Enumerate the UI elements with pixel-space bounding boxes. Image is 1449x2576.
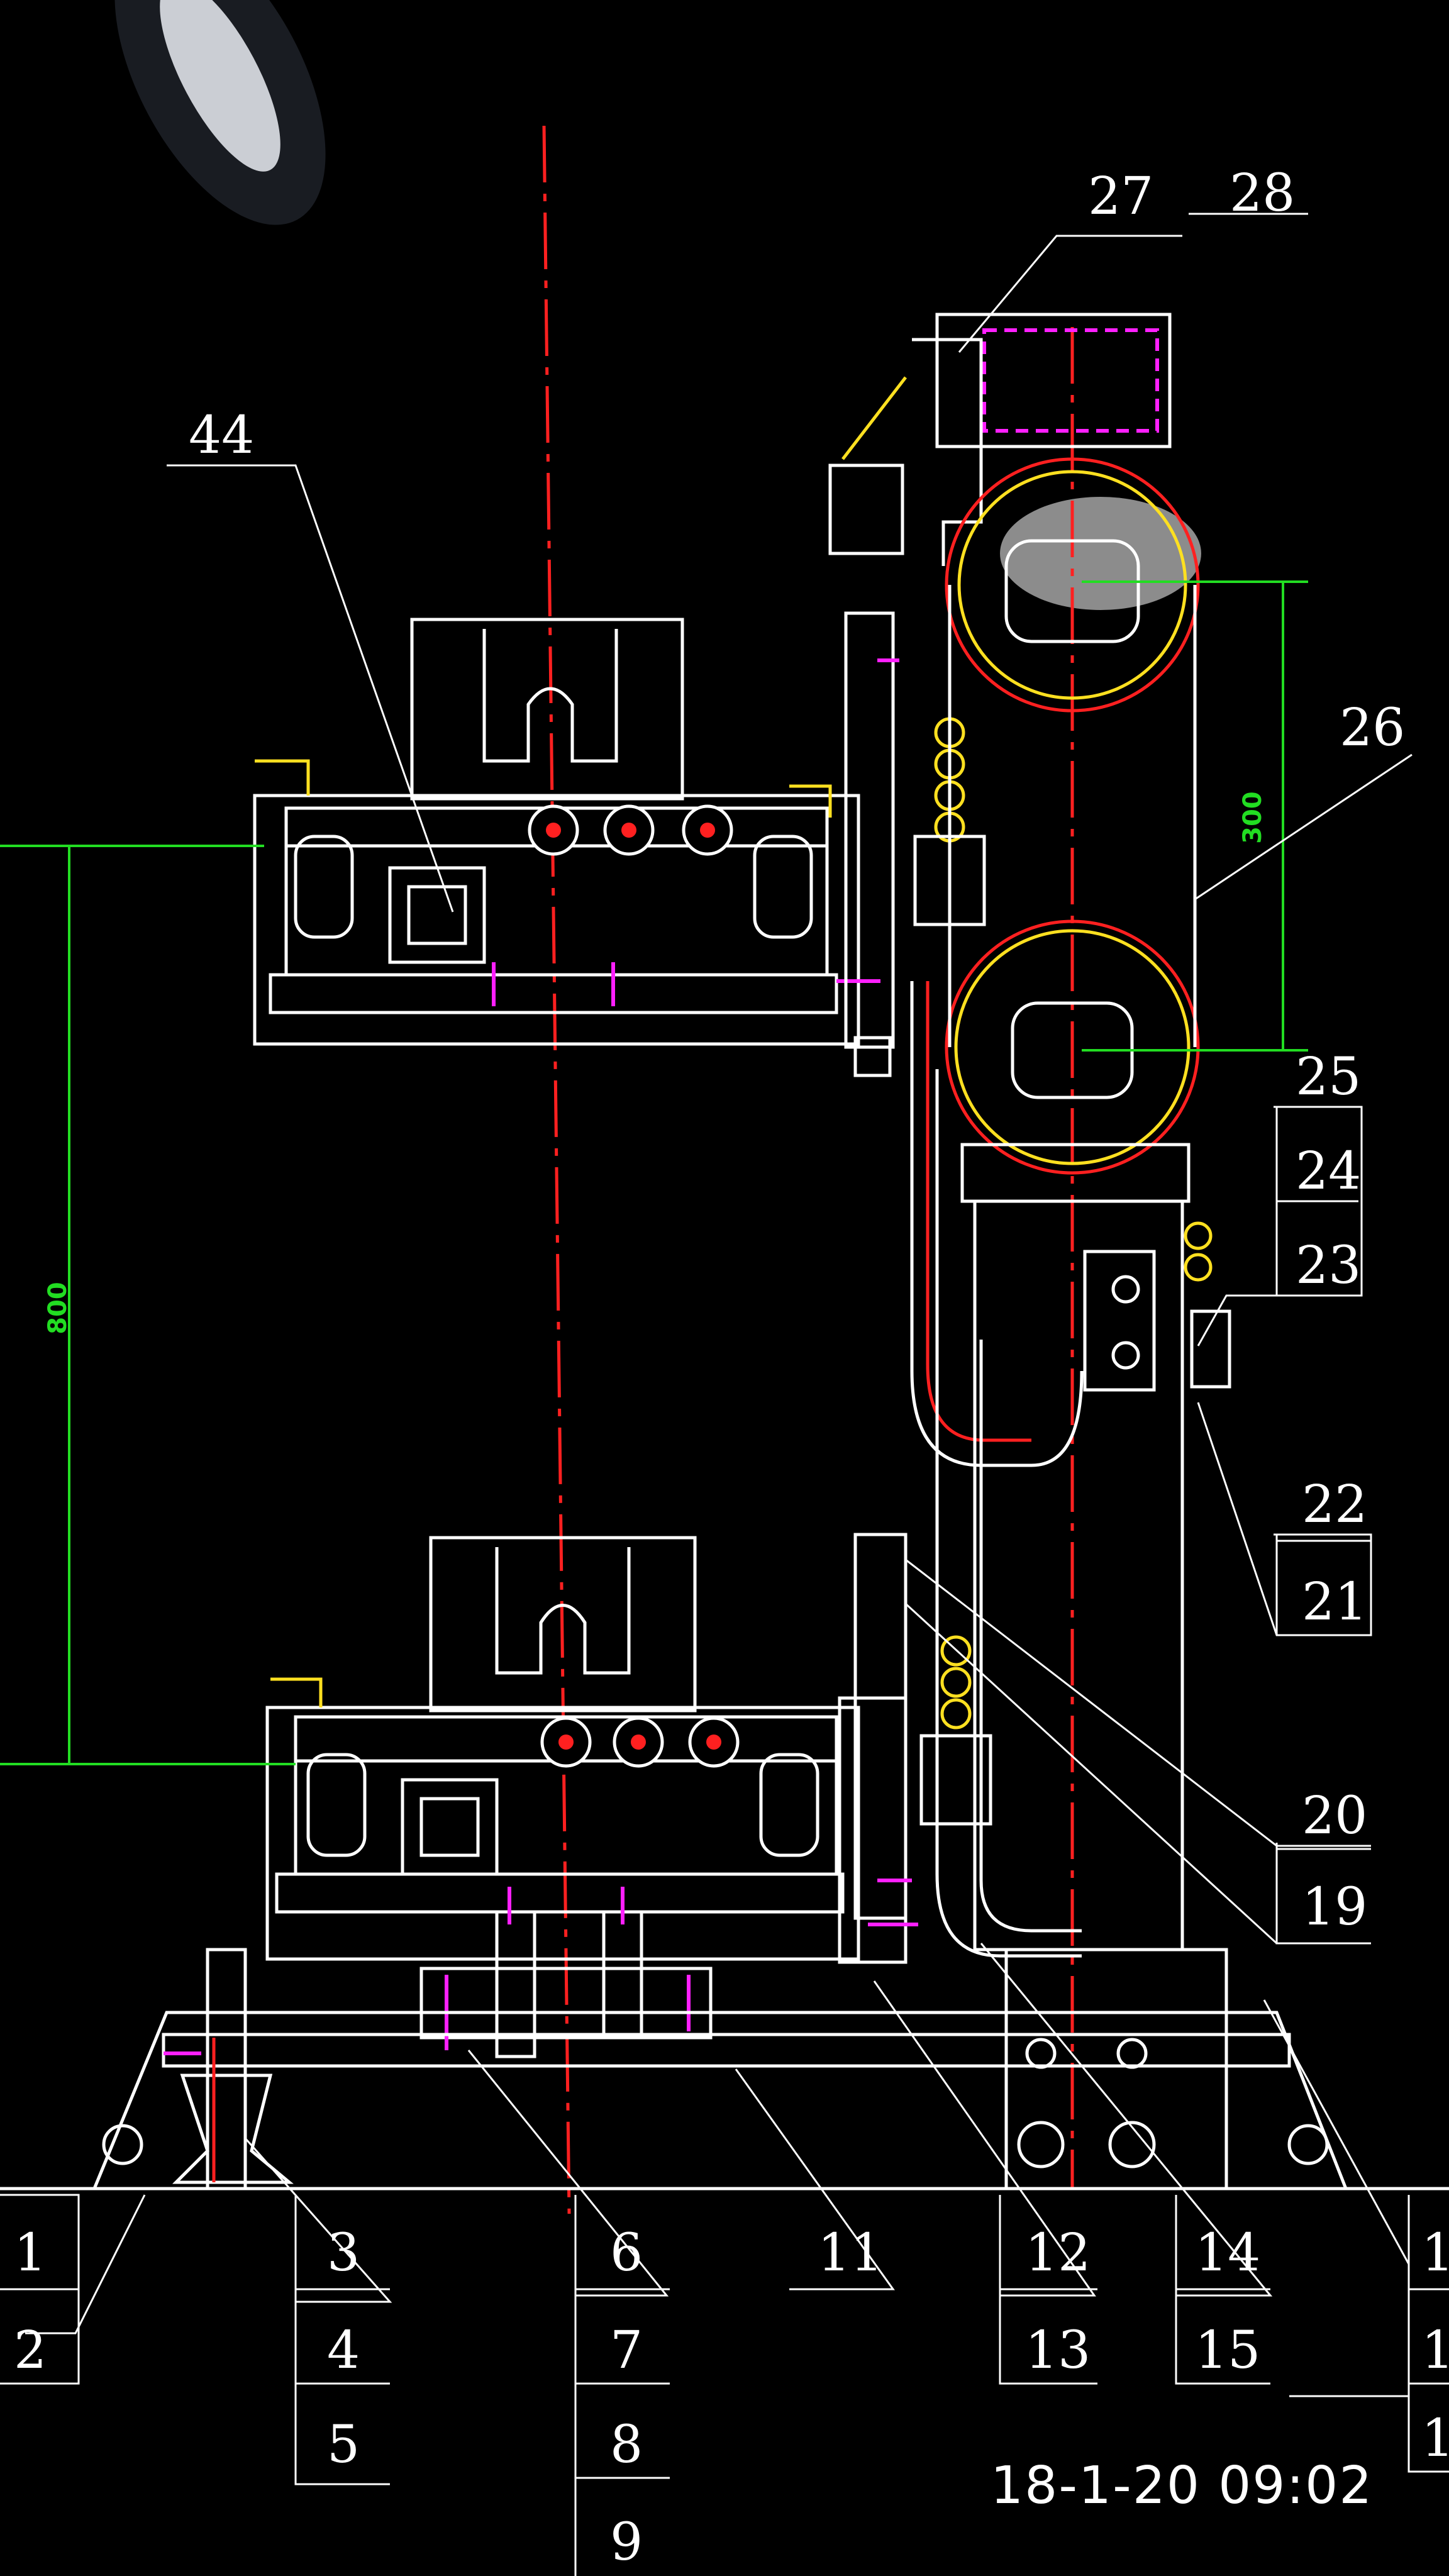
balloon-22: 22 — [1302, 1475, 1367, 1535]
balloon-21: 21 — [1302, 1572, 1367, 1632]
balloon-1: 1 — [14, 2223, 47, 2283]
balloon-12: 12 — [1025, 2223, 1091, 2283]
balloon-26: 26 — [1340, 698, 1405, 758]
dimension-label-left: 800 — [43, 1282, 72, 1335]
balloon-24: 24 — [1296, 1141, 1361, 1201]
balloon-2: 2 — [14, 2321, 47, 2380]
balloon-14: 14 — [1195, 2223, 1260, 2283]
dimension-label-right: 300 — [1238, 791, 1267, 844]
balloon-20: 20 — [1302, 1786, 1367, 1846]
balloon-28: 28 — [1230, 164, 1295, 223]
balloon-4: 4 — [327, 2321, 360, 2380]
photo-timestamp: 18-1-20 09:02 — [991, 2456, 1374, 2516]
pulley-tower — [828, 313, 1231, 1951]
balloon-27: 27 — [1088, 167, 1153, 226]
balloon-23: 23 — [1296, 1236, 1361, 1296]
balloon-19: 19 — [1302, 1877, 1367, 1937]
vertical-column — [838, 611, 1084, 1964]
screen-glare — [114, 0, 1201, 610]
balloon-8: 8 — [610, 2415, 643, 2475]
dimension-left: 800 — [0, 845, 296, 1765]
balloon-7: 7 — [610, 2321, 643, 2380]
balloon-6: 6 — [610, 2223, 643, 2283]
balloon-5: 5 — [327, 2415, 360, 2475]
balloon-17: 1 — [1421, 2321, 1449, 2380]
balloon-3: 3 — [327, 2223, 360, 2283]
balloon-16: 1 — [1421, 2223, 1449, 2283]
dimension-right: 300 — [1082, 580, 1308, 1052]
balloon-44: 44 — [189, 406, 254, 465]
center-line — [542, 125, 571, 2214]
balloon-13: 13 — [1025, 2321, 1091, 2380]
balloon-25: 25 — [1296, 1047, 1361, 1107]
part-balloons — [0, 1107, 1449, 2576]
balloon-labels: 1 2 3 4 5 6 7 8 9 11 12 13 14 15 1 1 1 1… — [14, 164, 1449, 2572]
lower-carriage — [265, 1536, 860, 2058]
balloon-9: 9 — [610, 2512, 643, 2572]
base-frame — [0, 1948, 1449, 2190]
upper-carriage — [253, 618, 880, 1046]
balloon-15: 15 — [1195, 2321, 1260, 2380]
leader-lines — [25, 213, 1413, 2397]
balloon-18: 1 — [1421, 2409, 1449, 2468]
balloon-11: 11 — [818, 2223, 883, 2283]
